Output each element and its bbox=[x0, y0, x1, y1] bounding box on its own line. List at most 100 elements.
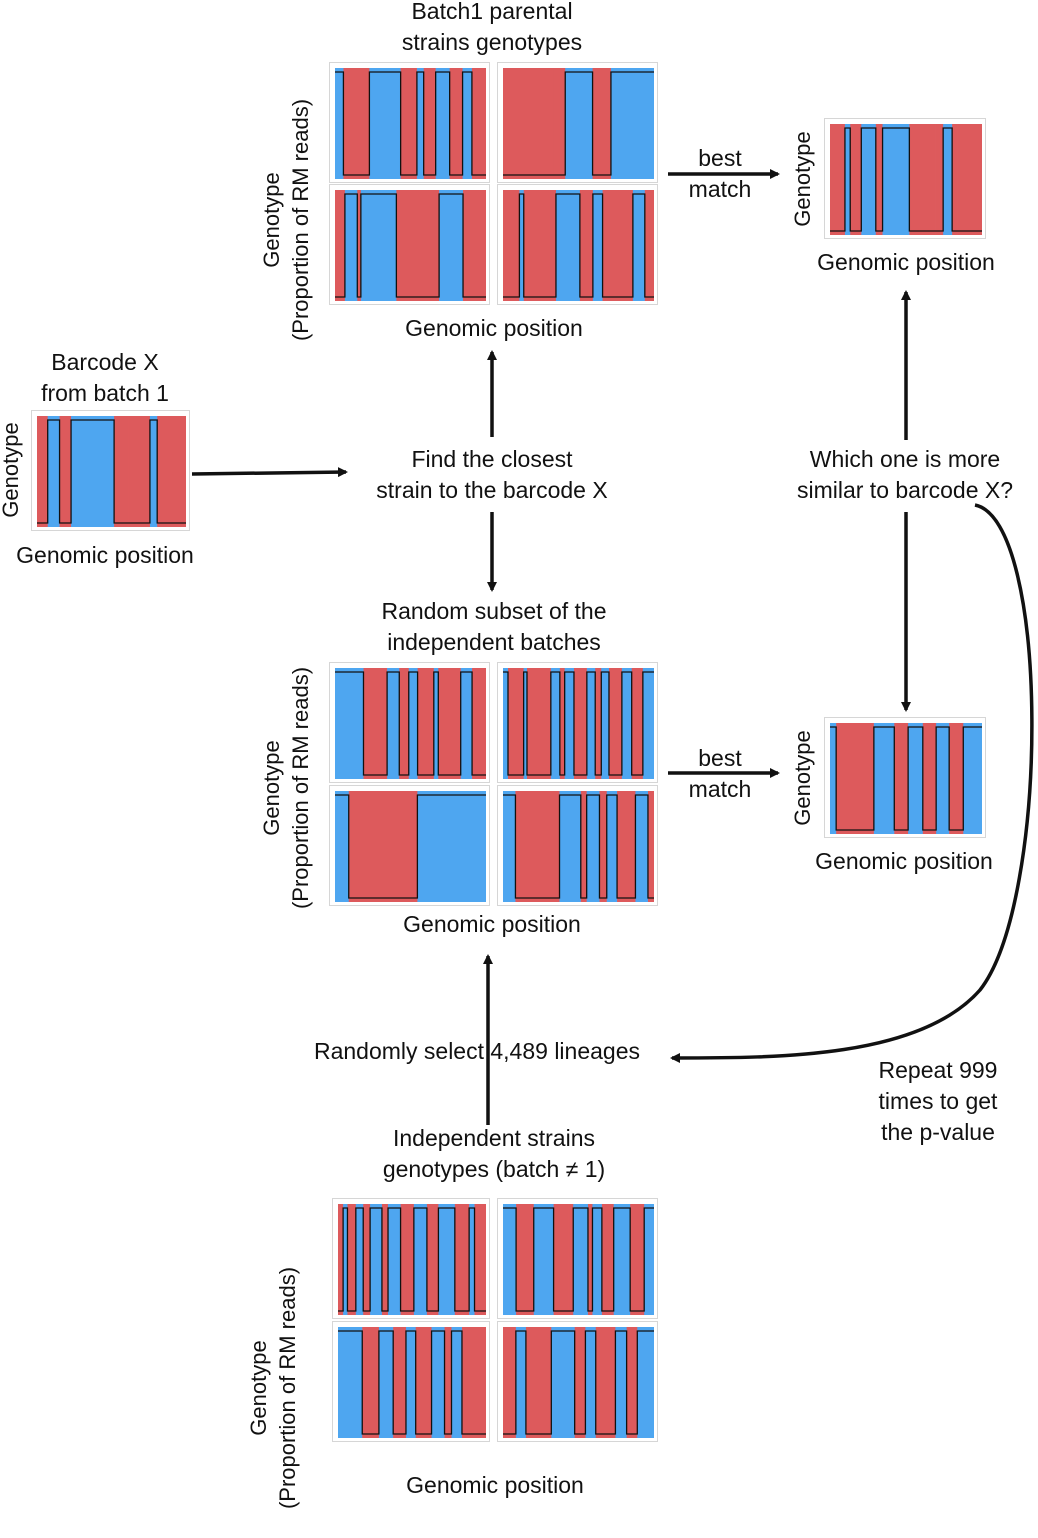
genotype-segment-by bbox=[461, 791, 474, 902]
genotype-segment-rm bbox=[425, 190, 440, 301]
genotype-segment-by bbox=[393, 668, 400, 779]
genotype-segment-rm bbox=[949, 723, 964, 834]
genotype-segment-rm bbox=[59, 416, 72, 527]
best-match-top-xlabel: Genomic position bbox=[817, 249, 995, 275]
genotype-segment-rm bbox=[630, 1204, 645, 1315]
top-panel-1 bbox=[329, 62, 490, 183]
genotype-segment-by bbox=[360, 190, 377, 301]
independent-group-xlabel: Genomic position bbox=[406, 1472, 584, 1498]
genotype-segment-rm bbox=[410, 68, 418, 179]
genotype-segment-by bbox=[451, 1327, 463, 1438]
genotype-segment-rm bbox=[399, 668, 410, 779]
genotype-segment-rm bbox=[516, 1204, 535, 1315]
genotype-segment-rm bbox=[568, 1204, 574, 1315]
genotype-segment-rm bbox=[531, 1327, 545, 1438]
genotype-segment-rm bbox=[526, 791, 547, 902]
genotype-segment-rm bbox=[343, 68, 361, 179]
genotype-segment-rm bbox=[602, 1327, 616, 1438]
top-group-title-line1: Batch1 parental bbox=[411, 0, 573, 24]
genotype-segment-rm bbox=[587, 1204, 593, 1315]
genotype-segment-by bbox=[601, 668, 610, 779]
genotype-segment-rm bbox=[406, 1204, 415, 1315]
genotype-trace-line bbox=[335, 71, 486, 176]
genotype-trace-line bbox=[503, 193, 654, 298]
genotype-segment-rm bbox=[165, 416, 172, 527]
genotype-trace-line bbox=[503, 1207, 654, 1312]
genotype-segment-rm bbox=[171, 416, 186, 527]
genotype-segment-rm bbox=[408, 791, 418, 902]
genotype-segment-rm bbox=[438, 668, 448, 779]
find-closest-line2: strain to the barcode X bbox=[376, 477, 608, 503]
genotype-segment-rm bbox=[375, 791, 391, 902]
genotype-trace-line bbox=[37, 419, 186, 524]
genotype-segment-rm bbox=[614, 190, 628, 301]
genotype-segment-rm bbox=[515, 791, 528, 902]
genotype-segment-by bbox=[893, 124, 898, 235]
genotype-segment-rm bbox=[400, 1204, 408, 1315]
genotype-segment-rm bbox=[595, 668, 602, 779]
randomly-select-text: Randomly select 4,489 lineages bbox=[313, 1038, 641, 1064]
genotype-segment-by bbox=[573, 1204, 584, 1315]
genotype-segment-rm bbox=[553, 68, 566, 179]
genotype-segment-rm bbox=[411, 190, 426, 301]
genotype-segment-by bbox=[352, 668, 364, 779]
top-group-xlabel: Genomic position bbox=[405, 315, 583, 341]
genotype-segment-rm bbox=[393, 1327, 407, 1438]
independent-group-ylabel: Genotype (Proportion of RM reads) bbox=[244, 1238, 308, 1538]
genotype-segment-rm bbox=[363, 1204, 371, 1315]
genotype-segment-rm bbox=[592, 68, 602, 179]
top-group-title-line2: strains genotypes bbox=[401, 29, 583, 55]
best-match-top-ylabel: Genotype bbox=[790, 131, 815, 227]
genotype-trace-line bbox=[503, 794, 654, 899]
genotype-trace-line bbox=[503, 671, 654, 776]
genotype-segment-rm bbox=[114, 416, 129, 527]
barcode-title-line2: from batch 1 bbox=[41, 380, 169, 406]
genotype-segment-by bbox=[383, 68, 402, 179]
genotype-segment-rm bbox=[601, 1204, 615, 1315]
genotype-segment-by bbox=[431, 1327, 436, 1438]
genotype-segment-rm bbox=[853, 723, 863, 834]
genotype-segment-by bbox=[369, 68, 384, 179]
genotype-segment-rm bbox=[128, 416, 137, 527]
genotype-segment-by bbox=[455, 791, 462, 902]
genotype-segment-rm bbox=[528, 68, 543, 179]
genotype-segment-by bbox=[375, 190, 388, 301]
genotype-segment-rm bbox=[426, 1204, 439, 1315]
random-group-ylabel-line2: (Proportion of RM reads) bbox=[288, 666, 313, 910]
genotype-segment-rm bbox=[510, 68, 523, 179]
arrow-repeat-loop bbox=[670, 503, 1034, 1063]
genotype-segment-by bbox=[559, 791, 570, 902]
genotype-segment-rm bbox=[573, 668, 588, 779]
genotype-segment-by bbox=[610, 68, 626, 179]
genotype-segment-by bbox=[87, 416, 94, 527]
genotype-segment-by bbox=[416, 68, 425, 179]
genotype-segment-by bbox=[565, 1327, 576, 1438]
genotype-segment-rm bbox=[599, 791, 608, 902]
random-group-title-line2: independent batches bbox=[387, 629, 601, 655]
genotype-segment-by bbox=[569, 791, 582, 902]
genotype-segment-rm bbox=[474, 1204, 486, 1315]
genotype-segment-by bbox=[897, 124, 902, 235]
genotype-segment-by bbox=[47, 416, 60, 527]
genotype-segment-rm bbox=[626, 1327, 638, 1438]
genotype-segment-by bbox=[338, 1327, 351, 1438]
genotype-segment-rm bbox=[390, 791, 399, 902]
genotype-segment-rm bbox=[398, 791, 409, 902]
genotype-segment-by bbox=[901, 124, 910, 235]
genotype-segment-rm bbox=[363, 668, 382, 779]
genotype-segment-by bbox=[106, 416, 115, 527]
genotype-segment-rm bbox=[472, 668, 486, 779]
barcode-ylabel: Genotype bbox=[0, 422, 23, 518]
genotype-trace-line bbox=[335, 794, 486, 899]
independent-group-title-line2: genotypes (batch ≠ 1) bbox=[382, 1156, 606, 1182]
genotype-segment-rm bbox=[507, 668, 525, 779]
genotype-segment-rm bbox=[541, 68, 554, 179]
genotype-segment-by bbox=[635, 791, 649, 902]
genotype-segment-by bbox=[585, 1327, 597, 1438]
genotype-segment-rm bbox=[627, 190, 634, 301]
genotype-segment-rm bbox=[631, 668, 644, 779]
genotype-segment-rm bbox=[894, 723, 909, 834]
random-group-ylabel: Genotype (Proportion of RM reads) bbox=[257, 638, 321, 938]
genotype-segment-rm bbox=[357, 190, 362, 301]
genotype-segment-by bbox=[564, 668, 575, 779]
